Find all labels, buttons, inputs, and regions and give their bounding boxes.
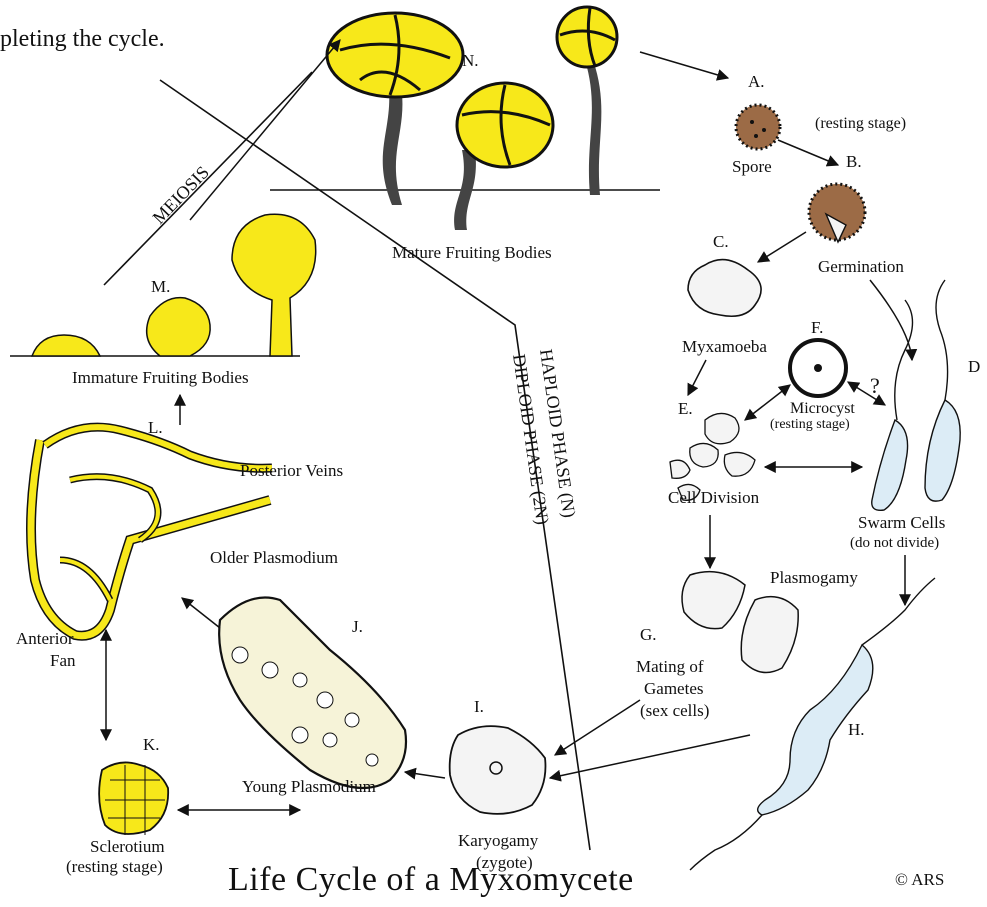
swarm-cells-illustration	[872, 280, 960, 510]
stage-f-letter: F.	[811, 318, 823, 337]
stage-c-letter: C.	[713, 232, 729, 251]
stage-d-letter: D	[968, 357, 980, 376]
stage-i-letter: I.	[474, 697, 484, 716]
karyogamy-label: Karyogamy	[458, 831, 539, 850]
meiosis-label: MEIOSIS	[148, 162, 212, 228]
stage-g-letter: G.	[640, 625, 657, 644]
stage-n-letter: N.	[462, 51, 479, 70]
plasmogamy-label: Plasmogamy	[770, 568, 858, 587]
diagram-title: Life Cycle of a Myxomycete	[228, 861, 634, 898]
older-plasmodium-illustration	[31, 427, 272, 636]
zygote-illustration	[450, 726, 546, 814]
copyright-label: © ARS	[895, 870, 944, 889]
spore-resting-stage-note: (resting stage)	[815, 115, 906, 132]
germinating-spore-illustration	[809, 184, 865, 242]
stage-h-letter: H.	[848, 720, 865, 739]
mating-label-line-2: Gametes	[644, 679, 703, 698]
germination-label: Germination	[818, 257, 904, 276]
immature-fruiting-bodies-label: Immature Fruiting Bodies	[72, 368, 249, 387]
swarm-cells-note: (do not divide)	[850, 535, 939, 551]
myxamoeba-illustration	[688, 260, 761, 317]
stage-l-letter: L.	[148, 418, 163, 437]
sclerotium-illustration	[99, 762, 168, 834]
top-caption-fragment: pleting the cycle.	[0, 26, 165, 52]
sclerotium-label: Sclerotium	[90, 837, 165, 856]
mature-fruiting-bodies-label: Mature Fruiting Bodies	[392, 243, 552, 262]
microcyst-resting-stage-note: (resting stage)	[770, 417, 850, 432]
microcyst-label: Microcyst	[790, 400, 855, 417]
stage-a-letter: A.	[748, 72, 765, 91]
stage-j-letter: J.	[352, 617, 363, 636]
stage-k-letter: K.	[143, 735, 160, 754]
young-plasmodium-label: Young Plasmodium	[242, 777, 376, 796]
spore-label: Spore	[732, 157, 772, 176]
sclerotium-resting-stage-note: (resting stage)	[66, 857, 163, 876]
posterior-veins-label: Posterior Veins	[240, 461, 343, 480]
microcyst-illustration	[790, 340, 846, 396]
cell-division-label: Cell Division	[668, 488, 760, 507]
mating-label-line-3: (sex cells)	[640, 701, 709, 720]
older-plasmodium-label: Older Plasmodium	[210, 548, 338, 567]
anterior-fan-label-line-2: Fan	[50, 651, 76, 670]
stage-b-letter: B.	[846, 152, 862, 171]
stage-e-letter: E.	[678, 399, 693, 418]
anterior-fan-label-line-1: Anterior	[16, 629, 74, 648]
microcyst-question-mark: ?	[870, 373, 880, 398]
myxamoeba-label: Myxamoeba	[682, 337, 767, 356]
swarm-cells-label: Swarm Cells	[858, 513, 945, 532]
stage-m-letter: M.	[151, 277, 170, 296]
mating-label-line-1: Mating of	[636, 657, 704, 676]
spore-illustration	[736, 105, 780, 149]
